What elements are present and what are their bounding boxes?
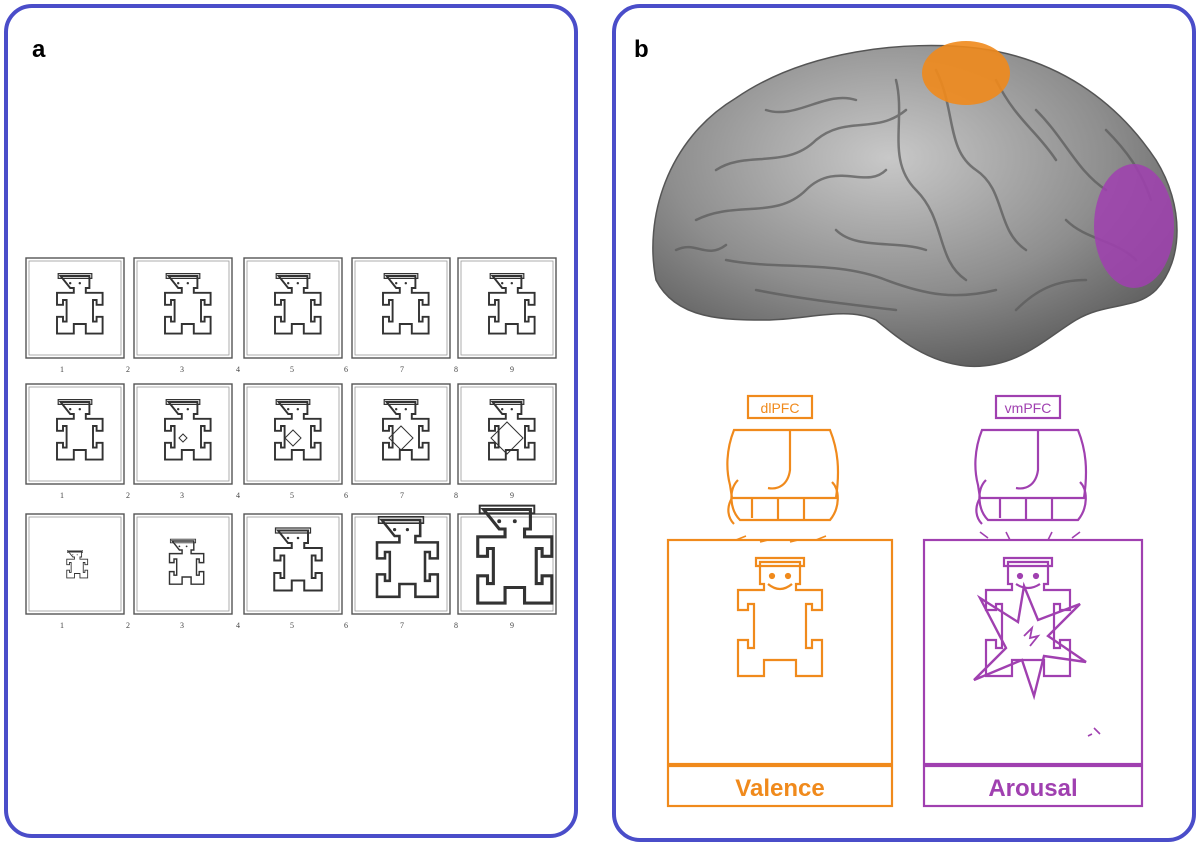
sam-scale-number: 7	[400, 491, 404, 500]
sam-arousal-box-9	[457, 383, 557, 485]
sam-scale-number: 5	[290, 491, 294, 500]
sam-scale-number: 3	[180, 365, 184, 374]
brain-cortex	[652, 44, 1178, 368]
dlpfc-tag-box	[746, 394, 814, 420]
fist-manikins: dlPFC Valence vmPFC	[666, 394, 1144, 808]
sam-scale-number: 4	[236, 365, 240, 374]
sam-dominance-box-3	[133, 513, 233, 615]
sam-valence-box-3	[133, 257, 233, 359]
sam-scale-number: 8	[454, 491, 458, 500]
valence-box	[666, 538, 894, 766]
sam-scale-number: 3	[180, 491, 184, 500]
sam-scale-number: 1	[60, 621, 64, 630]
panel-a-label: a	[32, 36, 46, 63]
vmpfc-tag: vmPFC	[1005, 400, 1052, 416]
sam-valence-box-9	[457, 257, 557, 359]
arousal-caption: Arousal	[988, 775, 1077, 802]
sam-scale-number: 6	[344, 491, 348, 500]
sam-scale-number: 6	[344, 365, 348, 374]
panel-b-label: b	[634, 36, 649, 63]
valence-caption-box	[666, 764, 894, 808]
sam-arousal-box-3	[133, 383, 233, 485]
sam-scale-number: 9	[510, 621, 514, 630]
sam-scale-number: 2	[126, 365, 130, 374]
brain-illustration	[652, 41, 1178, 368]
sam-arousal-box-1	[25, 383, 125, 485]
sam-valence-box-5	[243, 257, 343, 359]
arousal-caption-box	[922, 764, 1144, 808]
sam-scale-number: 8	[454, 621, 458, 630]
panel-a-frame	[4, 4, 578, 838]
arousal-box	[922, 538, 1144, 766]
sam-scale-number: 2	[126, 621, 130, 630]
sam-scale-number: 4	[236, 491, 240, 500]
sam-scale-number: 2	[126, 491, 130, 500]
sam-scale-number: 9	[510, 365, 514, 374]
sam-arousal-box-5	[243, 383, 343, 485]
sam-dominance-box-5	[243, 513, 343, 615]
sam-scale-number: 8	[454, 365, 458, 374]
sam-scale-number: 9	[510, 491, 514, 500]
vmpfc-region	[1094, 164, 1174, 288]
sam-scale-number: 4	[236, 621, 240, 630]
sam-scale-number: 5	[290, 621, 294, 630]
vmpfc-tag-box	[994, 394, 1062, 420]
sam-scale-grid: 1 2 3 4 5 6 7 8 9 1 2 3 4 5 6 7 8 9 1 2 3 4 5 6 7 8 9	[25, 257, 557, 630]
sam-scale-number: 7	[400, 365, 404, 374]
sam-scale-number: 3	[180, 621, 184, 630]
sam-dominance-box-1	[25, 513, 125, 615]
dlpfc-tag: dlPFC	[761, 400, 800, 416]
sam-valence-box-1	[25, 257, 125, 359]
sam-scale-number: 7	[400, 621, 404, 630]
dlpfc-region	[922, 41, 1010, 105]
sam-arousal-box-7	[351, 383, 451, 485]
sam-scale-number: 1	[60, 491, 64, 500]
sam-scale-number: 1	[60, 365, 64, 374]
sam-valence-box-7	[351, 257, 451, 359]
sam-dominance-box-9	[457, 504, 557, 615]
sam-dominance-box-7	[351, 513, 451, 615]
valence-caption: Valence	[735, 775, 824, 802]
sam-scale-number: 6	[344, 621, 348, 630]
sam-scale-number: 5	[290, 365, 294, 374]
